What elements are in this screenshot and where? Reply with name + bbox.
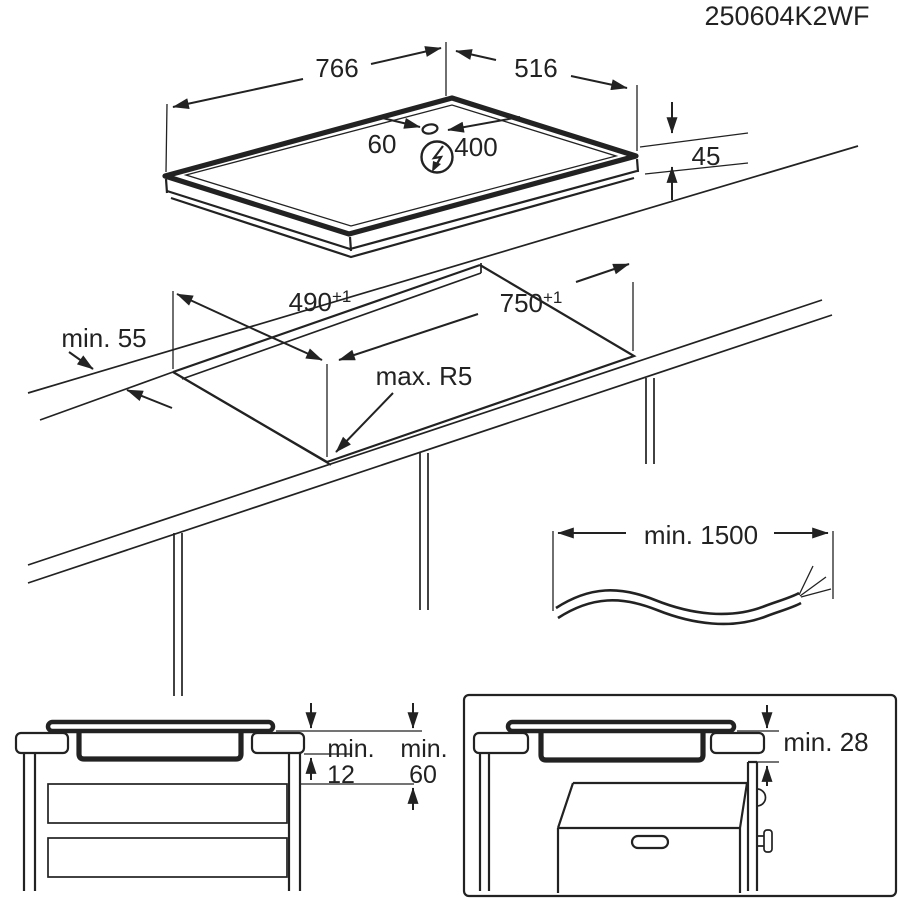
cabinet-leg-left xyxy=(173,533,183,696)
worktop-left-piece xyxy=(14,731,70,755)
cable-gland-oval-icon xyxy=(421,123,439,135)
drawer-clearance-value: 12 xyxy=(327,761,355,789)
dimension-516: 516 xyxy=(455,49,638,151)
hob-depth-label: 516 xyxy=(514,53,557,83)
arrow-to-corner xyxy=(335,392,394,453)
cutout-rear-edge xyxy=(172,263,481,374)
arrow-to-cutout-edge xyxy=(126,389,173,409)
oven-below xyxy=(556,781,749,893)
cable-wire-ends xyxy=(798,565,832,598)
worktop-right-piece xyxy=(709,731,766,755)
oven-outline xyxy=(556,781,749,893)
cable-offset-right-label: 400 xyxy=(454,132,497,162)
panel-border xyxy=(462,693,898,898)
hinge-bump xyxy=(756,788,767,807)
worktop-rear-edge xyxy=(27,145,859,394)
cutout-depth-value: 490 xyxy=(289,287,332,317)
worktop-left-piece xyxy=(472,731,530,755)
hob-glass-cross-section xyxy=(45,719,276,734)
dim-line-right xyxy=(575,263,630,283)
cutout-width-label: 750+1 xyxy=(500,288,563,318)
max-corner-radius-label: max. R5 xyxy=(376,361,473,391)
cable-offset-left-label: 60 xyxy=(368,129,397,159)
hob-glass-cross-section xyxy=(505,719,737,734)
dimension-min-55: min. 55 xyxy=(61,323,173,409)
cabinet-clearance-oven-figure: min. 28 xyxy=(462,693,898,898)
cabinet-clearance-left-figure: min. 12 min. 60 xyxy=(14,703,448,891)
cable-line-bottom xyxy=(557,599,802,626)
reference-lines xyxy=(737,730,779,763)
worktop-right-piece xyxy=(250,731,306,755)
cutout-depth-label: 490+1 xyxy=(289,287,352,317)
min-label-shelf: min. xyxy=(400,735,447,763)
oven-clearance-label: min. 28 xyxy=(783,727,868,757)
min-label-drawer: min. xyxy=(327,735,374,763)
hob-glass-outline xyxy=(162,95,639,237)
dim-line-down xyxy=(250,327,323,361)
hob-width-label: 766 xyxy=(315,53,358,83)
hob-body-tub xyxy=(538,733,706,763)
cable-length-label: min. 1500 xyxy=(644,520,758,550)
worktop-front-edge xyxy=(27,299,833,584)
lightning-bolt-circle-icon xyxy=(420,140,454,174)
model-number: 250604K2WF xyxy=(704,1,869,31)
dimension-max-r5: max. R5 xyxy=(335,361,473,453)
dim-line-left xyxy=(455,49,497,61)
worktop-cutout-view xyxy=(27,145,859,696)
hob-base-top-edge xyxy=(166,169,638,251)
cutout-rear-extension xyxy=(39,371,174,421)
cutout-depth-tolerance: +1 xyxy=(332,287,351,306)
cabinet-leg-right xyxy=(645,378,655,464)
arrow-to-rear-edge xyxy=(68,351,94,370)
dimension-45: 45 xyxy=(639,102,749,200)
dimension-750: 750+1 xyxy=(338,263,634,361)
cabinet-leg-middle xyxy=(419,453,429,610)
hob-base-bottom-edge xyxy=(170,176,635,259)
dim-line-right xyxy=(570,75,628,91)
min-rear-distance-label: min. 55 xyxy=(61,323,146,353)
arrow-400 xyxy=(447,116,521,133)
cabinet-side-walls xyxy=(22,753,302,891)
drawer-front-upper xyxy=(47,783,288,824)
extension-lines xyxy=(552,531,834,611)
hob-isometric-view xyxy=(162,95,640,259)
extension-lines xyxy=(172,291,328,457)
knob xyxy=(763,829,773,853)
arrow-60 xyxy=(377,116,421,129)
dim-line-right xyxy=(370,46,442,65)
oven-handle xyxy=(630,834,670,850)
dimension-490: 490+1 xyxy=(172,287,352,457)
drawer-front-lower xyxy=(47,837,288,878)
dim-line-left xyxy=(172,78,304,110)
shelf-clearance-value: 60 xyxy=(409,761,437,789)
cable-line-top xyxy=(555,589,800,616)
power-cable-figure: min. 1500 xyxy=(552,520,834,626)
cutout-width-value: 750 xyxy=(500,288,543,318)
dim-line-left xyxy=(338,313,479,361)
dimension-cable-gland: 60 400 xyxy=(368,116,521,162)
reference-lines xyxy=(276,730,422,785)
cutout-width-tolerance: +1 xyxy=(543,288,562,307)
leader-lines xyxy=(639,132,749,175)
hob-body-tub xyxy=(76,733,244,762)
dim-line-up xyxy=(176,293,252,329)
cabinet-left-wall xyxy=(478,753,491,891)
hob-height-label: 45 xyxy=(692,141,721,171)
cutout-front-right-edges xyxy=(326,264,637,464)
dimension-766: 766 xyxy=(165,42,447,173)
extension-lines xyxy=(165,42,447,173)
hob-glass-inner-line xyxy=(183,104,619,227)
